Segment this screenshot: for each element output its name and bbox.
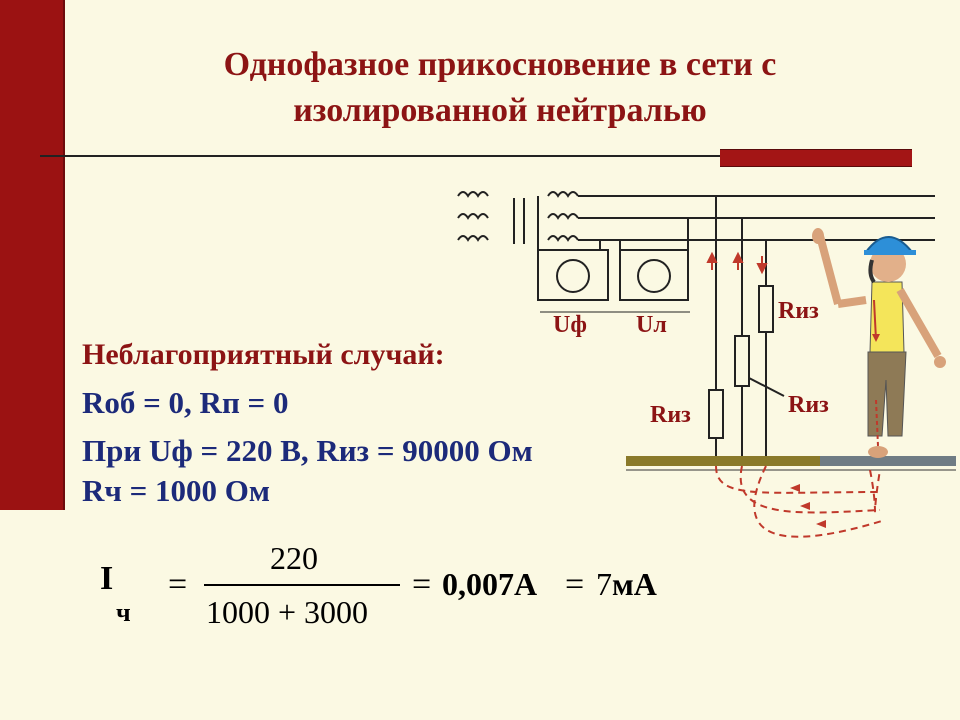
riz-top-label: Rиз (778, 298, 819, 324)
result-amps: 0,007А (442, 566, 538, 602)
transformer (457, 191, 579, 244)
current-subscript: ч (116, 598, 131, 627)
ground-arrows (790, 484, 826, 528)
fraction-numerator: 220 (270, 540, 318, 576)
slide-title: Однофазное прикосновение в сети с изолир… (120, 42, 880, 134)
equals-sign-1: = (168, 566, 188, 603)
meter-line-label: Uл (636, 312, 667, 338)
ground-strip (626, 456, 956, 466)
phase-lines (537, 195, 935, 241)
voltage-line: При Uф = 220 В, Rиз = 90000 Ом (82, 433, 533, 468)
ground-strip-grey (820, 456, 956, 466)
person-figure (812, 228, 946, 458)
insulation-branches (708, 196, 785, 456)
title-line-2: изолированной нейтралью (293, 92, 707, 129)
ground-currents (715, 465, 886, 538)
riz-left-label: Rиз (650, 402, 691, 428)
resistance-line: Rоб = 0, Rп = 0 (82, 385, 289, 420)
meter-phase-label: Uф (553, 312, 587, 338)
title-divider (40, 155, 740, 157)
current-arrows (706, 251, 768, 275)
equals-sign-3: = (565, 566, 585, 603)
title-line-1: Однофазное прикосновение в сети с (223, 46, 777, 83)
equals-sign-2: = (412, 566, 432, 603)
riz-right-label: Rиз (788, 392, 829, 418)
meter-line (619, 218, 689, 301)
current-symbol: I (100, 560, 114, 597)
result-ma-number: 7 (596, 566, 612, 602)
result-milliamps: 7мА (596, 566, 657, 603)
title-accent-bar (720, 149, 912, 167)
fraction-denominator: 1000 + 3000 (206, 594, 369, 630)
case-heading: Неблагоприятный случай: (82, 338, 445, 371)
meter-phase (537, 240, 609, 301)
body-resistance-line: Rч = 1000 Ом (82, 473, 271, 508)
sidebar-bar (0, 0, 65, 510)
result-ma-unit: мА (612, 566, 657, 602)
fraction-bar (204, 584, 400, 586)
